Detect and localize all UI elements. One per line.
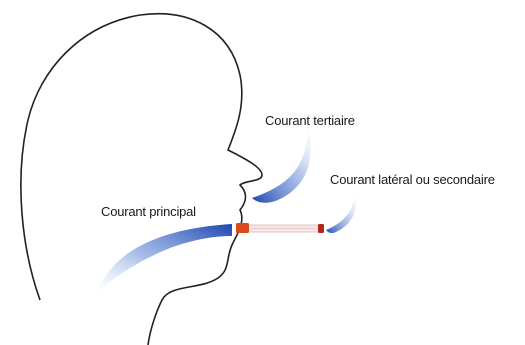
cigarette [236,223,324,233]
cigarette-ember [318,224,324,233]
main-stream-smoke [94,224,232,295]
tertiary-stream-label: Courant tertiaire [265,113,355,128]
cigarette-filter [236,223,249,233]
head-outline [21,14,262,345]
side-stream-smoke [326,193,356,233]
main-stream-label: Courant principal [101,204,196,219]
tertiary-stream-smoke [252,124,311,203]
side-stream-label: Courant latéral ou secondaire [330,172,495,187]
